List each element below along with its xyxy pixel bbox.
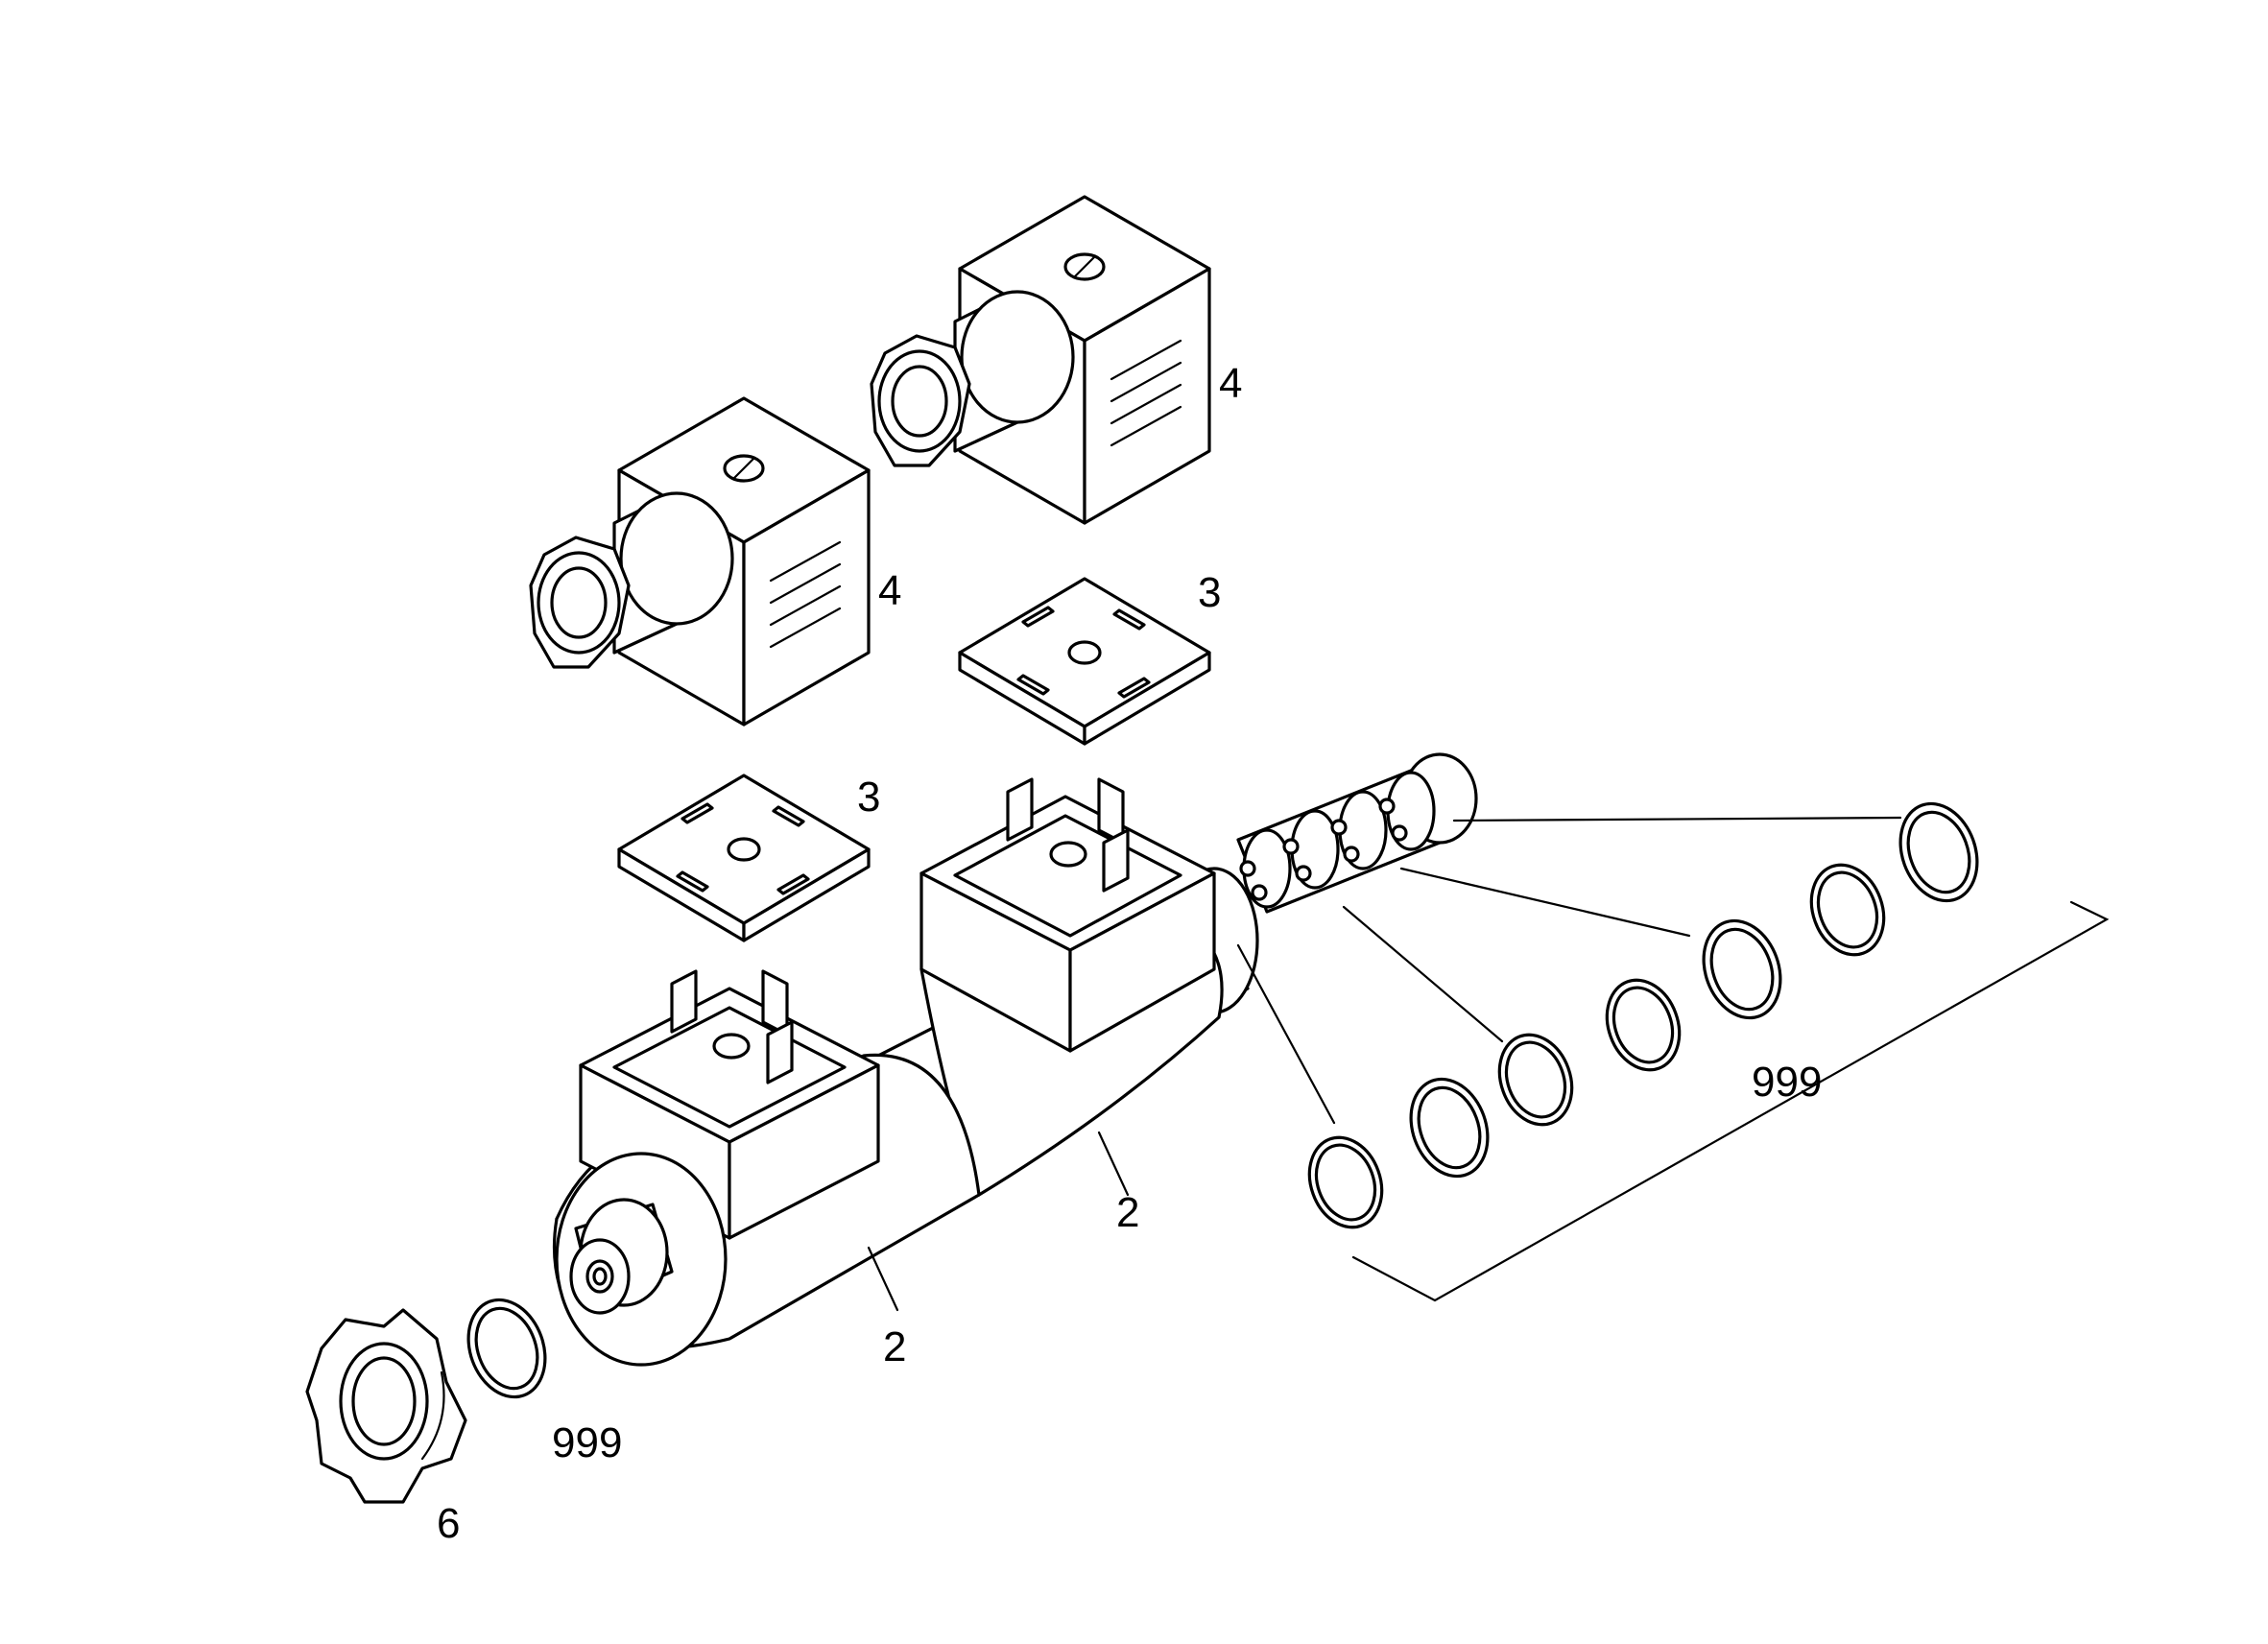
label-item-6: 6 [437, 1500, 460, 1547]
label-item-3-upper: 3 [1198, 569, 1221, 616]
o-ring-group-right [1307, 801, 1979, 1229]
o-ring-left [466, 1298, 547, 1399]
connector-plug-lower [529, 396, 871, 727]
label-item-4-lower: 4 [878, 567, 901, 614]
gasket-lower [617, 774, 871, 942]
knurled-nut [305, 1308, 467, 1504]
gasket-upper [958, 577, 1211, 746]
label-item-999-left: 999 [552, 1419, 622, 1466]
label-item-2-front: 2 [883, 1323, 906, 1370]
label-item-2-rear: 2 [1116, 1189, 1139, 1236]
label-item-3-lower: 3 [857, 774, 880, 821]
label-item-999-right: 999 [1752, 1059, 1822, 1106]
label-leaders [867, 1131, 1130, 1312]
valve-cartridge [1236, 752, 1478, 914]
leader-lines-cartridge [1236, 816, 1902, 1125]
solenoid-valve-body [552, 777, 1259, 1367]
seal-kit-bracket [1351, 900, 2110, 1302]
connector-plug-upper [870, 195, 1211, 525]
label-item-4-upper: 4 [1219, 360, 1242, 407]
